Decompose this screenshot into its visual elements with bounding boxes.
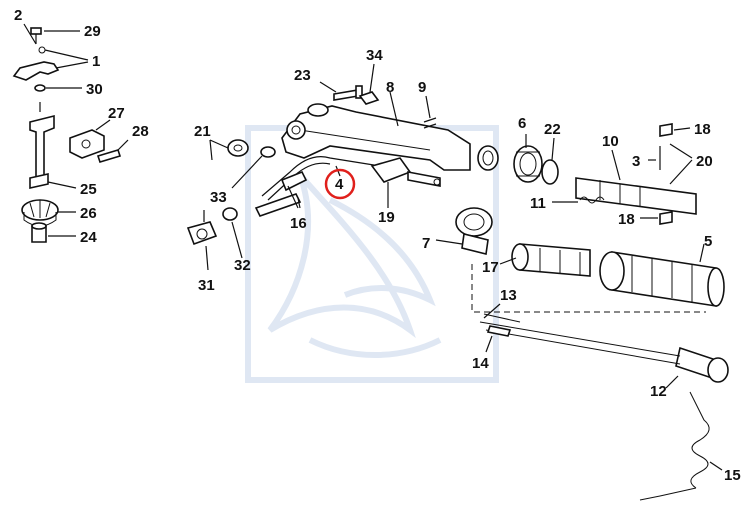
callout-15: 15 (724, 467, 741, 484)
callout-30: 30 (86, 81, 103, 98)
part-20-bracket (669, 143, 693, 185)
part-2-29-bolt (30, 27, 80, 44)
part-1-lever (12, 23, 89, 81)
callout-12: 12 (650, 383, 667, 400)
callout-19: 19 (378, 209, 395, 226)
callout-9: 9 (418, 79, 426, 96)
part-13-wire (483, 303, 521, 323)
callout-1: 1 (92, 53, 100, 70)
part-32-sleeve (222, 207, 243, 259)
callout-25: 25 (80, 181, 97, 198)
highlight-circle (324, 168, 356, 200)
callout-23: 23 (294, 67, 311, 84)
callout-34: 34 (366, 47, 383, 64)
part-34-nut (358, 63, 380, 105)
callout-33: 33 (210, 189, 227, 206)
part-21-washer (209, 139, 249, 161)
part-25-bracket (29, 102, 77, 189)
part-14-terminal (485, 325, 512, 353)
part-27-clamp (69, 119, 111, 159)
part-9-pin (423, 95, 437, 129)
callout-13: 13 (500, 287, 517, 304)
part-3-pin (648, 146, 661, 170)
callout-8: 8 (386, 79, 394, 96)
callout-7: 7 (422, 235, 430, 252)
part-22-ring (541, 137, 559, 185)
callout-22: 22 (544, 121, 561, 138)
callout-17: 17 (482, 259, 499, 276)
part-26-gear (21, 199, 76, 227)
part-4-throttle-link (261, 156, 381, 201)
part-31-stud (186, 210, 218, 271)
part-11-spring (552, 196, 605, 204)
callout-14: 14 (472, 355, 489, 372)
callout-18a: 18 (694, 121, 711, 138)
part-23-bolt (319, 81, 363, 101)
part-16-sleeves (254, 170, 308, 217)
callout-24: 24 (80, 229, 97, 246)
part-30-washer (34, 84, 82, 92)
part-17-grip-insert (499, 243, 591, 277)
callout-labels: 2 29 1 30 27 28 25 26 24 21 33 31 32 16 … (14, 7, 741, 484)
callout-4: 4 (335, 176, 344, 193)
callout-3: 3 (632, 153, 640, 170)
callout-10: 10 (602, 133, 619, 150)
callout-5: 5 (704, 233, 712, 250)
callout-29: 29 (84, 23, 101, 40)
part-24-bushing (31, 222, 76, 243)
callout-27: 27 (108, 105, 125, 122)
part-18-nut (640, 123, 691, 225)
part-28-screw (96, 139, 129, 163)
callout-31: 31 (198, 277, 215, 294)
callout-11: 11 (530, 195, 546, 212)
part-6-bearing (513, 134, 543, 183)
callout-18b: 18 (618, 211, 635, 228)
callout-28: 28 (132, 123, 149, 140)
part-19-throttle-shaft (370, 157, 441, 208)
grip-assembly-outline (471, 264, 706, 313)
part-7-clamp (435, 207, 493, 255)
callout-2: 2 (14, 7, 22, 24)
part-12-stop-switch (479, 321, 729, 389)
part-5-grip (599, 243, 725, 307)
callout-6: 6 (518, 115, 526, 132)
part-15-lanyard (639, 391, 723, 501)
callout-21: 21 (194, 123, 211, 140)
callout-26: 26 (80, 205, 97, 222)
part-33-nut (231, 146, 276, 189)
callout-32: 32 (234, 257, 251, 274)
part-8-tiller-arm (281, 91, 499, 171)
part-10-throttle-tube (575, 149, 697, 215)
callout-20: 20 (696, 153, 713, 170)
callout-16: 16 (290, 215, 307, 232)
